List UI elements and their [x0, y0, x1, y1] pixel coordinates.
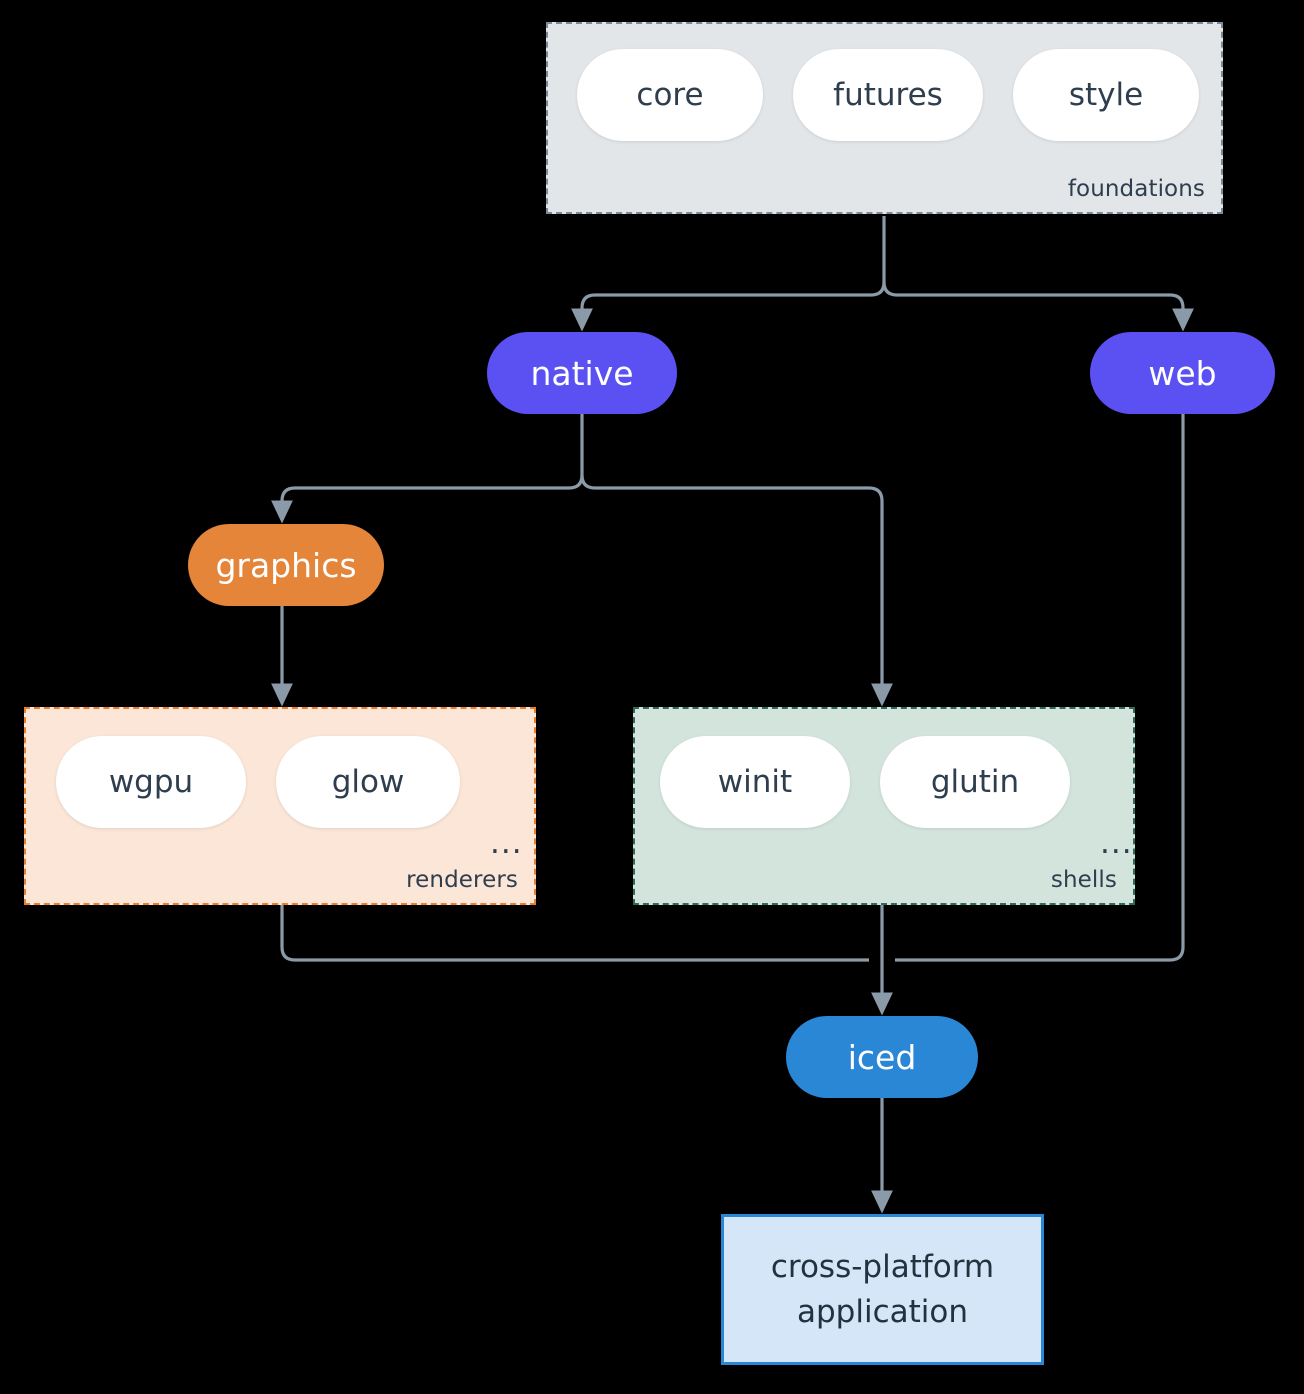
edge-foundations-web [882, 281, 1194, 332]
node-web[interactable]: web [1090, 332, 1275, 414]
leaf-core-label: core [636, 77, 704, 113]
group-shells[interactable]: winit glutin ... shells [633, 707, 1135, 905]
node-graphics[interactable]: graphics [188, 524, 384, 606]
leaf-glow-label: glow [331, 764, 405, 800]
node-web-label: web [1148, 353, 1217, 393]
edge-foundations-native [571, 216, 886, 332]
group-shells-items: winit glutin ... [635, 709, 1133, 903]
leaf-wgpu[interactable]: wgpu [56, 736, 246, 828]
group-foundations[interactable]: core futures style foundations [546, 22, 1223, 214]
node-native[interactable]: native [487, 332, 677, 414]
leaf-wgpu-label: wgpu [108, 764, 194, 800]
node-application[interactable]: cross-platform application [721, 1214, 1044, 1365]
group-renderers-items: wgpu glow ... [26, 709, 534, 903]
node-graphics-label: graphics [215, 545, 357, 585]
group-renderers[interactable]: wgpu glow ... renderers [24, 707, 536, 905]
edge-renderers-iced [280, 905, 869, 962]
group-renderers-label: renderers [406, 867, 518, 893]
leaf-style[interactable]: style [1013, 49, 1199, 141]
leaf-glutin-label: glutin [930, 764, 1020, 800]
leaf-core[interactable]: core [577, 49, 763, 141]
renderers-ellipsis: ... [490, 824, 523, 861]
leaf-winit[interactable]: winit [660, 736, 850, 828]
leaf-glow[interactable]: glow [276, 736, 460, 828]
node-native-label: native [530, 353, 634, 393]
edge-native-graphics [271, 414, 584, 524]
node-iced-label: iced [847, 1037, 917, 1077]
group-foundations-items: core futures style [548, 24, 1221, 212]
leaf-winit-label: winit [717, 764, 793, 800]
leaf-futures[interactable]: futures [793, 49, 983, 141]
node-application-line2: application [797, 1293, 968, 1330]
shells-ellipsis: ... [1100, 824, 1133, 861]
edge-native-shells [580, 474, 893, 707]
node-application-line1: cross-platform [770, 1249, 995, 1286]
leaf-glutin[interactable]: glutin [880, 736, 1070, 828]
leaf-style-label: style [1068, 77, 1144, 113]
leaf-futures-label: futures [833, 77, 943, 113]
group-shells-label: shells [1050, 867, 1117, 893]
node-iced[interactable]: iced [786, 1016, 978, 1098]
group-foundations-label: foundations [1067, 176, 1205, 202]
